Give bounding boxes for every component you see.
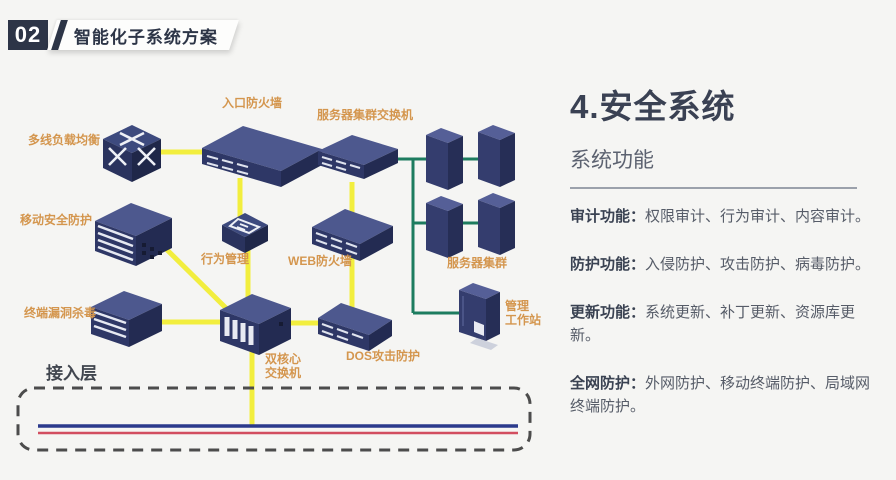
label-behavior-mgmt: 行为管理: [201, 252, 250, 266]
function-label: 更新功能：: [570, 304, 646, 321]
label-entrance-firewall: 入口防火墙: [222, 96, 283, 110]
network-diagram: [16, 125, 532, 452]
label-access-layer: 接入层: [46, 364, 97, 383]
terminal-av-rack-icon: [91, 291, 162, 347]
function-text: 外网防护、移动终端防护、局域网终端防护。: [570, 375, 871, 415]
function-label: 审计功能：: [570, 208, 646, 225]
list-item: 防护功能：入侵防护、攻击防护、病毒防护。: [570, 253, 872, 276]
firewall-icon: [202, 126, 322, 187]
dos-protection-icon: [318, 303, 392, 351]
page-title: 4.安全系统: [570, 88, 736, 125]
label-dos-protection: DOS攻击防护: [346, 349, 421, 363]
label-cluster-switch: 服务器集群交换机: [317, 108, 414, 122]
yellow-links: [151, 149, 355, 427]
server-tower-icon: [426, 196, 463, 258]
divider: [570, 187, 857, 189]
router-icon: [103, 125, 161, 182]
section-number-badge: 02: [8, 20, 48, 50]
function-label: 全网防护：: [570, 375, 646, 392]
workstation-icon: [459, 283, 500, 350]
label-dual-core-switch: 双核心 交换机: [265, 352, 302, 380]
behavior-mgmt-icon: [222, 213, 268, 253]
slide-header: 02 智能化子系统方案: [8, 20, 239, 50]
mobile-security-rack-icon: [95, 203, 172, 266]
list-item: 更新功能：系统更新、补丁更新、资源库更新。: [570, 301, 872, 347]
dual-core-switch-icon: [220, 294, 291, 355]
list-item: 全网防护：外网防护、移动终端防护、局域网终端防护。: [570, 372, 872, 418]
function-text: 系统更新、补丁更新、资源库更新。: [570, 304, 856, 344]
panel-subtitle: 系统功能: [570, 149, 654, 172]
label-terminal-av: 终端漏洞杀毒: [24, 306, 97, 320]
function-text: 入侵防护、攻击防护、病毒防护。: [645, 256, 871, 273]
cluster-switch-icon: [318, 135, 398, 179]
function-label: 防护功能：: [570, 256, 646, 273]
label-load-balancer: 多线负载均衡: [28, 133, 101, 147]
label-server-cluster: 服务器集群: [447, 256, 508, 270]
server-tower-icon: [478, 193, 515, 255]
list-item: 审计功能：权限审计、行为审计、内容审计。: [570, 205, 872, 228]
function-list: 审计功能：权限审计、行为审计、内容审计。 防护功能：入侵防护、攻击防护、病毒防护…: [570, 205, 872, 443]
label-workstation: 管理 工作站: [505, 299, 542, 327]
access-layer-box: [16, 386, 532, 452]
server-tower-icon: [426, 128, 463, 190]
function-text: 权限审计、行为审计、内容审计。: [645, 208, 871, 225]
label-mobile-security: 移动安全防护: [20, 213, 93, 227]
label-web-firewall: WEB防火墙: [288, 254, 352, 268]
server-tower-icon: [478, 125, 515, 187]
web-firewall-icon: [312, 209, 393, 261]
